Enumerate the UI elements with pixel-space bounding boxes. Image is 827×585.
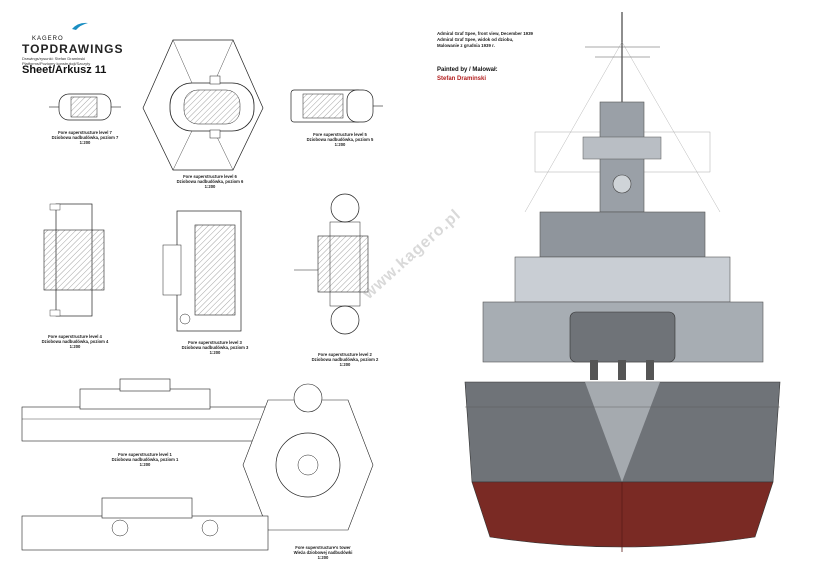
drawing-level-6: [142, 39, 264, 171]
logo-publisher: KAGERO: [32, 36, 64, 42]
drawing-level-5: [290, 89, 383, 123]
drawing-level-1: [21, 378, 269, 442]
drawing-level-4: [43, 203, 105, 317]
logo-brand: TOPDRAWINGS: [22, 42, 124, 56]
sheet-number: Sheet/Arkusz 11: [22, 64, 107, 76]
kagero-bird-icon: [72, 22, 88, 30]
drawing-level-3: [162, 210, 242, 332]
logo-subtitle: Platforms/Poziomy konstrukcji/Szczyty: [22, 61, 91, 66]
drawing-level-7: [49, 93, 121, 121]
drawing-tower: [242, 383, 374, 531]
painted-by-label: Painted by / Malował:: [437, 67, 498, 73]
ship-front-view: [464, 12, 781, 552]
publisher-logo: KAGERO TOPDRAWINGS Drawings/rysunki: Ste…: [22, 18, 132, 66]
right-caption: Admiral Graf Spee, front view, December …: [437, 31, 533, 48]
left-page-drawings: KAGERO TOPDRAWINGS Drawings/rysunki: Ste…: [21, 18, 383, 561]
drawing-level-2: [294, 193, 369, 335]
painter-name: Stefan Draminski: [437, 76, 487, 82]
drawing-bottom-profile: [21, 497, 269, 551]
logo-credit: Drawings/rysunki: Stefan Draminski: [22, 56, 86, 61]
